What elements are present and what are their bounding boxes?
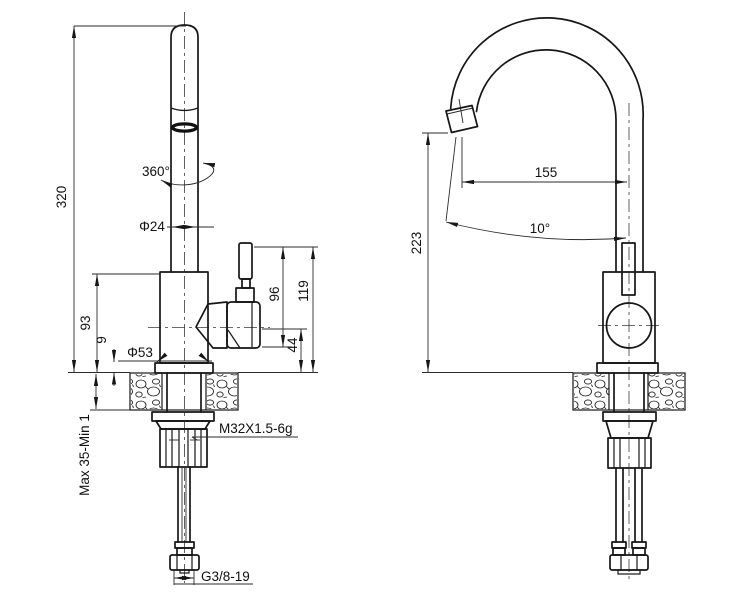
washer-flange: [151, 411, 215, 422]
valve-ball: [605, 302, 653, 349]
riser-stem: [621, 242, 636, 296]
dim-label-shank-thread: M32X1.5-6g: [219, 421, 293, 436]
spout-joint-line: [170, 107, 199, 112]
dim-shank-thread: M32X1.5-6g: [169, 421, 298, 441]
valve-cone: [195, 301, 228, 349]
countertop-right: [572, 372, 686, 411]
spout-tube: [170, 24, 199, 273]
nut-knurl-lines: [165, 429, 202, 467]
supply-tubes: [615, 467, 643, 543]
hose-collar: [611, 541, 627, 549]
shank-taper: [155, 420, 211, 430]
dim-label-phi53: Φ53: [127, 345, 153, 360]
countertop-hatch: [648, 374, 684, 409]
dim-label-360: 360°: [142, 164, 170, 179]
supply-tube: [177, 466, 191, 543]
dim-label-44: 44: [285, 337, 300, 353]
hose-stub: [179, 569, 190, 574]
mounting-nut: [159, 428, 208, 468]
dim-label-10deg: 10°: [530, 221, 550, 236]
dim-label-96: 96: [267, 286, 282, 301]
countertop-hatch: [131, 374, 161, 409]
dim-label-phi24: Φ24: [139, 219, 165, 234]
dim-223: 223: [409, 132, 573, 373]
handle-neck: [241, 278, 251, 289]
dim-96: 96: [254, 246, 318, 348]
tip-centerline-cross: [446, 107, 474, 115]
dim-label-320: 320: [54, 186, 69, 209]
dim-mounting-range: Max 35-Min 1: [77, 374, 130, 496]
nut-knurl-lines: [613, 438, 646, 468]
dim-phi53: Φ53: [118, 345, 212, 363]
dim-hose-thread: G3/8-19: [173, 569, 253, 585]
dim-label-mounting-range: Max 35-Min 1: [77, 414, 92, 496]
countertop-hatch: [574, 374, 609, 409]
hose-collar: [612, 547, 626, 556]
dim-label-93: 93: [78, 315, 93, 330]
handle-cap: [235, 287, 255, 303]
handle-lever: [238, 242, 253, 280]
dim-320: 320: [54, 25, 186, 373]
hose-stub: [617, 569, 641, 575]
aerator: [170, 122, 199, 133]
mounting-nut: [607, 437, 652, 469]
dim-label-hose-thread: G3/8-19: [201, 569, 250, 584]
dim-phi24: Φ24: [139, 219, 214, 234]
dim-44: 44: [262, 328, 307, 372]
gooseneck-outer: [449, 16, 645, 273]
washer-flange: [602, 411, 657, 422]
spout-outlet-tip: [445, 104, 479, 134]
left-view: 320 93 9 Φ53 Φ24 360°: [54, 12, 318, 585]
dim-10deg: 10°: [445, 136, 627, 242]
dim-label-155: 155: [535, 165, 558, 180]
gooseneck-inner: [475, 49, 617, 273]
dim-93: 93: [78, 273, 160, 372]
shank-taper: [605, 420, 654, 439]
dim-label-9: 9: [94, 336, 109, 344]
base-flange: [154, 362, 214, 374]
hose-collar: [632, 547, 646, 556]
right-view: 155 10° 223: [409, 16, 686, 583]
valve-cut-line: [227, 329, 241, 349]
valve-housing: [226, 301, 261, 349]
dim-119: 119: [238, 247, 318, 373]
dim-9: 9: [94, 336, 117, 386]
countertop-hatch: [207, 374, 237, 409]
countertop-left: [129, 372, 239, 411]
dim-155: 155: [461, 137, 627, 188]
dim-label-223: 223: [409, 232, 424, 255]
dim-360: 360°: [142, 162, 216, 188]
dim-label-119: 119: [296, 280, 311, 302]
hose-collar: [631, 541, 647, 549]
base-flange: [596, 362, 659, 374]
